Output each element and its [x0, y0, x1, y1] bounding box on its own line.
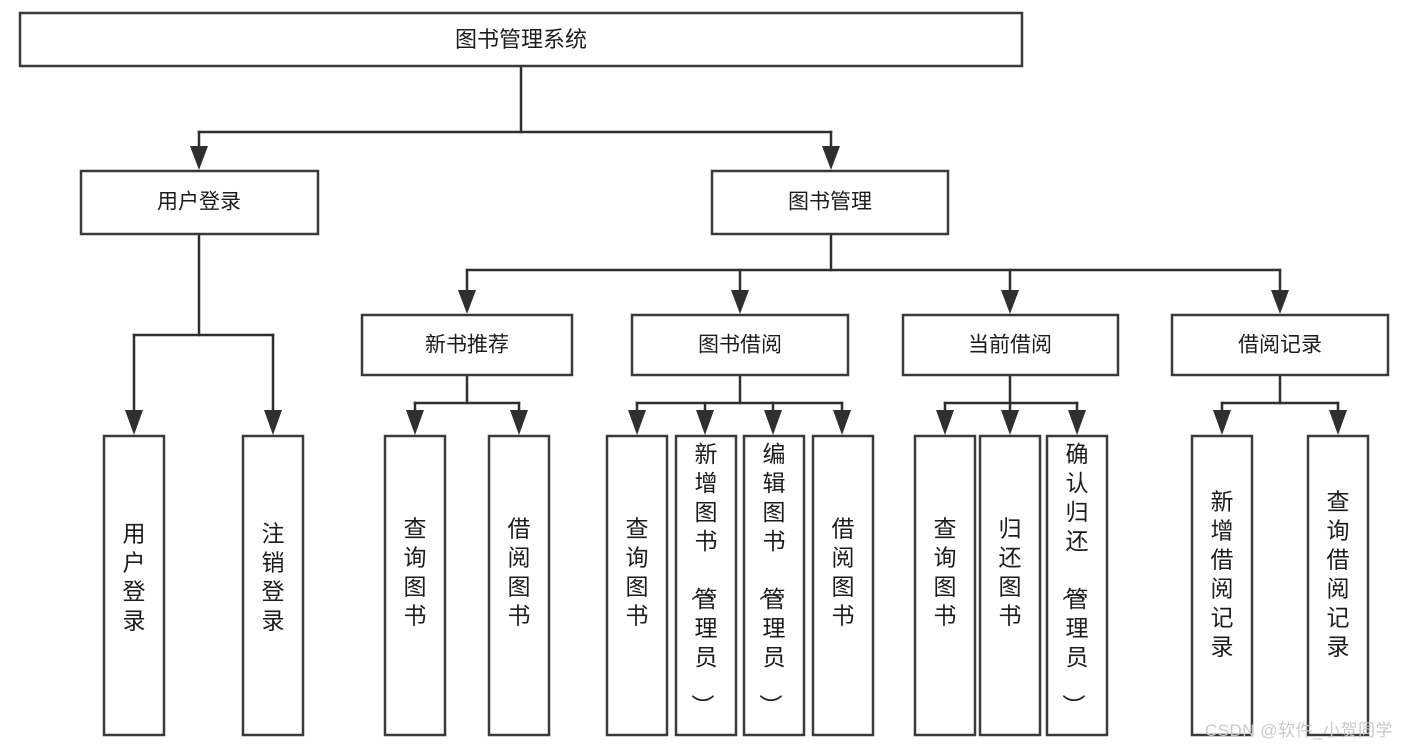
node-new-book-recommend[interactable]: 新书推荐 — [360, 313, 574, 377]
node-book-management-label: 图书管理 — [788, 191, 872, 214]
leaf-new-book-2[interactable]: 借阅图书 — [487, 434, 551, 737]
node-book-management[interactable]: 图书管理 — [710, 169, 950, 236]
node-root[interactable]: 图书管理系统 — [18, 11, 1024, 68]
node-user-login[interactable]: 用户登录 — [79, 169, 320, 236]
leaf-label: 用户登录 — [123, 521, 146, 634]
connector-layer — [125, 64, 1347, 435]
node-book-borrow[interactable]: 图书借阅 — [630, 313, 850, 377]
leaf-current-borrow-1[interactable]: 查询图书 — [913, 434, 977, 737]
node-book-borrow-label: 图书借阅 — [698, 334, 782, 357]
arrow-head-icon — [696, 410, 714, 435]
leaf-label: 归还图书 — [999, 516, 1022, 629]
arrow-head-icon — [1001, 290, 1019, 314]
leaf-box[interactable] — [241, 434, 305, 737]
arrow-head-icon — [833, 410, 851, 435]
leaf-book-borrow-1[interactable]: 查询图书 — [605, 434, 669, 737]
leaf-book-borrow-3[interactable]: 编辑图书（管理员） — [742, 434, 806, 737]
node-new-book-recommend-box[interactable] — [360, 313, 574, 377]
leaf-box[interactable] — [1306, 434, 1370, 737]
arrow-head-icon — [936, 410, 954, 435]
leaf-label: 注销登录 — [262, 521, 285, 634]
arrow-head-icon — [1271, 290, 1289, 314]
arrow-head-icon — [731, 290, 749, 314]
arrow-head-icon — [510, 410, 528, 435]
leaf-label: 查询图书 — [626, 516, 649, 629]
arrow-head-icon — [264, 410, 282, 435]
leaf-box[interactable] — [742, 434, 806, 737]
node-borrow-record[interactable]: 借阅记录 — [1170, 313, 1390, 377]
node-current-borrow-label: 当前借阅 — [968, 334, 1052, 357]
leaf-current-borrow-3[interactable]: 确认归还（管理员） — [1045, 434, 1109, 737]
leaf-box[interactable] — [913, 434, 977, 737]
leaf-box[interactable] — [102, 434, 166, 737]
leaf-box[interactable] — [978, 434, 1042, 737]
node-borrow-record-label: 借阅记录 — [1238, 334, 1322, 357]
node-user-login-label: 用户登录 — [157, 191, 241, 214]
leaf-label: 新增借阅记录 — [1211, 489, 1234, 660]
leaf-book-borrow-2[interactable]: 新增图书（管理员） — [674, 434, 738, 737]
leaf-label: 借阅图书 — [832, 516, 855, 629]
node-current-borrow-box[interactable] — [901, 313, 1120, 377]
leaf-label: 查询借阅记录 — [1327, 489, 1350, 660]
node-borrow-record-box[interactable] — [1170, 313, 1390, 377]
leaf-label: 编辑图书（管理员） — [758, 441, 786, 717]
leaf-borrow-record-2[interactable]: 查询借阅记录 — [1306, 434, 1370, 737]
arrow-head-icon — [1068, 410, 1086, 435]
node-current-borrow[interactable]: 当前借阅 — [901, 313, 1120, 377]
arrow-head-icon — [406, 410, 424, 435]
arrow-head-icon — [1001, 410, 1019, 435]
leaf-box[interactable] — [811, 434, 875, 737]
leaf-book-borrow-4[interactable]: 借阅图书 — [811, 434, 875, 737]
leaf-new-book-1[interactable]: 查询图书 — [383, 434, 447, 737]
leaf-label: 查询图书 — [404, 516, 427, 629]
leaf-box[interactable] — [383, 434, 447, 737]
leaf-box[interactable] — [1045, 434, 1109, 737]
leaf-borrow-record-1[interactable]: 新增借阅记录 — [1190, 434, 1254, 737]
arrow-head-icon — [628, 410, 646, 435]
node-user-login-box[interactable] — [79, 169, 320, 236]
arrow-head-icon — [1213, 410, 1231, 435]
arrow-head-icon — [125, 410, 143, 435]
leaf-box[interactable] — [674, 434, 738, 737]
node-root-label: 图书管理系统 — [455, 27, 587, 52]
leaf-box[interactable] — [487, 434, 551, 737]
arrow-head-icon — [822, 146, 840, 170]
leaf-box[interactable] — [1190, 434, 1254, 737]
leaf-current-borrow-2[interactable]: 归还图书 — [978, 434, 1042, 737]
leaf-label: 确认归还（管理员） — [1061, 441, 1089, 717]
leaf-user-login-1[interactable]: 用户登录 — [102, 434, 166, 737]
node-root-box[interactable] — [18, 11, 1024, 68]
arrow-head-icon — [764, 410, 782, 435]
leaf-label: 查询图书 — [934, 516, 957, 629]
arrow-head-icon — [1329, 410, 1347, 435]
arrow-head-icon — [190, 146, 208, 170]
node-book-borrow-box[interactable] — [630, 313, 850, 377]
arrow-head-icon — [458, 290, 476, 314]
node-new-book-recommend-label: 新书推荐 — [425, 334, 509, 357]
leaf-user-login-2[interactable]: 注销登录 — [241, 434, 305, 737]
node-book-management-box[interactable] — [710, 169, 950, 236]
leaf-box[interactable] — [605, 434, 669, 737]
leaf-label: 借阅图书 — [508, 516, 531, 629]
leaf-label: 新增图书（管理员） — [690, 441, 718, 717]
